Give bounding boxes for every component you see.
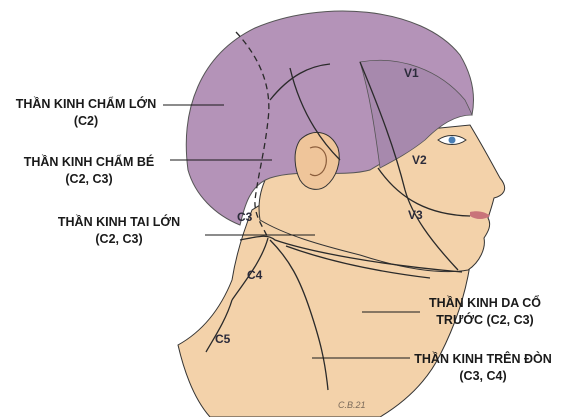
artist-signature: C.B.21: [338, 400, 366, 410]
label-transverse-cervical-line1: THẦN KINH DA CỔ: [420, 295, 550, 312]
label-lesser-occipital: THẦN KINH CHẨM BÉ (C2, C3): [14, 154, 164, 188]
label-lesser-occipital-name: THẦN KINH CHẨM BÉ: [14, 154, 164, 171]
label-lesser-occipital-roots: (C2, C3): [14, 171, 164, 188]
label-great-auricular-roots: (C2, C3): [44, 231, 194, 248]
label-greater-occipital: THẦN KINH CHẨM LỚN (C2): [6, 96, 166, 130]
zone-v1: V1: [404, 66, 419, 80]
label-great-auricular: THẦN KINH TAI LỚN (C2, C3): [44, 214, 194, 248]
zone-c4: C4: [247, 268, 262, 282]
label-transverse-cervical: THẦN KINH DA CỔ TRƯỚC (C2, C3): [420, 295, 550, 329]
zone-c5: C5: [215, 332, 230, 346]
label-greater-occipital-name: THẦN KINH CHẨM LỚN: [6, 96, 166, 113]
zone-v2: V2: [412, 153, 427, 167]
label-greater-occipital-roots: (C2): [6, 113, 166, 130]
label-supraclavicular-roots: (C3, C4): [408, 368, 558, 385]
zone-v3: V3: [408, 208, 423, 222]
label-transverse-cervical-line2: TRƯỚC (C2, C3): [420, 312, 550, 329]
zone-c3: C3: [237, 210, 252, 224]
label-supraclavicular-name: THẦN KINH TRÊN ĐÒN: [408, 351, 558, 368]
label-great-auricular-name: THẦN KINH TAI LỚN: [44, 214, 194, 231]
label-supraclavicular: THẦN KINH TRÊN ĐÒN (C3, C4): [408, 351, 558, 385]
